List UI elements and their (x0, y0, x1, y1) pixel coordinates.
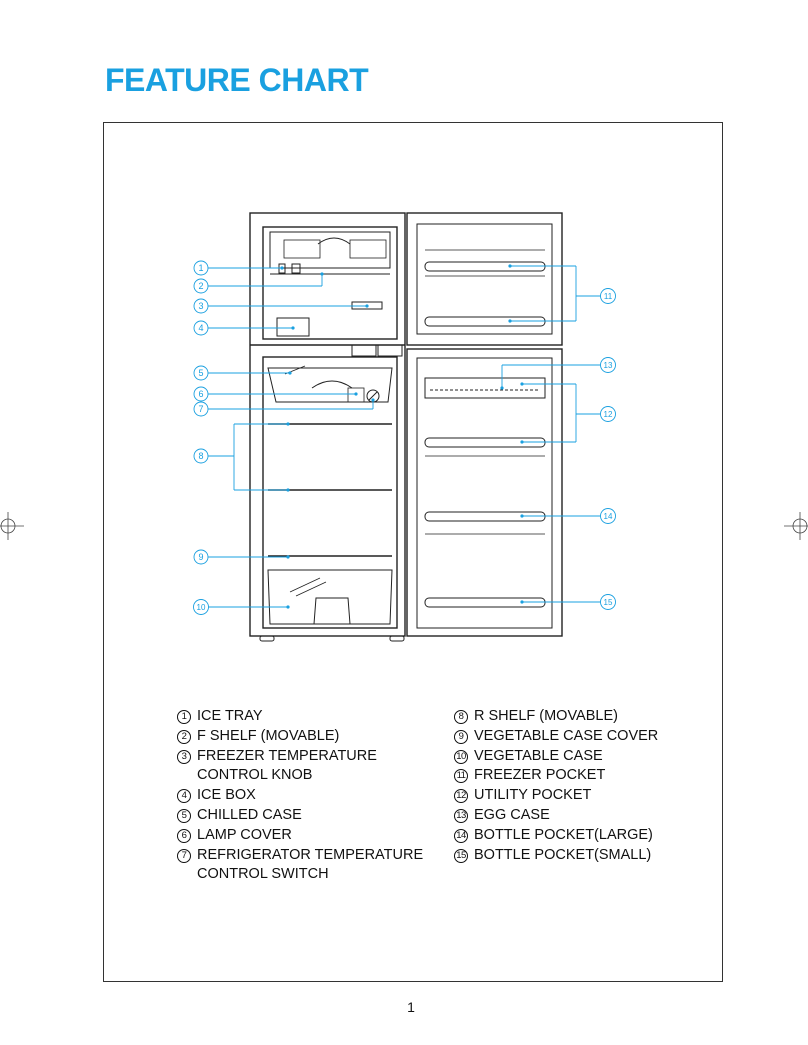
callout-9: 9 (193, 549, 209, 565)
figure-frame (103, 122, 723, 982)
callout-8: 8 (193, 448, 209, 464)
svg-text:2: 2 (198, 281, 203, 291)
utility-pocket (424, 437, 546, 448)
callout-1: 1 (193, 260, 209, 276)
svg-text:3: 3 (198, 301, 203, 311)
ice-maker-arch (317, 237, 351, 245)
right-foot (389, 635, 405, 642)
svg-text:8: 8 (198, 451, 203, 461)
freezer-compartment (262, 226, 398, 340)
callout-15: 15 (600, 594, 616, 610)
freezer-control-knob (351, 301, 383, 310)
callout-10: 10 (193, 599, 209, 615)
lamp-cover (347, 387, 365, 403)
svg-text:1: 1 (198, 263, 203, 273)
bottle-pocket-large (424, 511, 546, 522)
control-panel-right (377, 344, 403, 357)
freezer-pocket-2 (424, 316, 546, 327)
svg-text:13: 13 (604, 361, 613, 370)
right-vent-grille (349, 239, 387, 259)
callout-4: 4 (193, 320, 209, 336)
svg-text:11: 11 (604, 292, 613, 301)
svg-text:6: 6 (198, 389, 203, 399)
left-foot (259, 635, 275, 642)
callout-5: 5 (193, 365, 209, 381)
svg-text:10: 10 (197, 603, 206, 612)
svg-text:7: 7 (198, 404, 203, 414)
page-title: FEATURE CHART (105, 62, 369, 98)
callout-7: 7 (193, 401, 209, 417)
vegetable-case (267, 569, 393, 625)
callout-3: 3 (193, 298, 209, 314)
callout-11: 11 (600, 288, 616, 304)
callout-13: 13 (600, 357, 616, 373)
svg-text:15: 15 (604, 598, 613, 607)
freezer-pocket-1 (424, 261, 546, 272)
freezer-door (406, 212, 563, 346)
refrigerator-diagram: 1 2 3 4 5 6 7 8 9 10 11 12 13 14 15 (193, 212, 616, 642)
ice-box (276, 317, 310, 337)
cabinet-outline (249, 212, 406, 637)
callout-2: 2 (193, 278, 209, 294)
left-vent-grille (283, 239, 321, 259)
svg-text:4: 4 (198, 323, 203, 333)
control-panel-left (351, 344, 377, 357)
ice-tray (278, 263, 286, 274)
chilled-case (267, 367, 393, 403)
egg-case (424, 377, 546, 399)
callout-6: 6 (193, 386, 209, 402)
svg-text:12: 12 (604, 410, 613, 419)
callout-14: 14 (600, 508, 616, 524)
svg-text:9: 9 (198, 552, 203, 562)
ice-maker-unit (269, 231, 391, 269)
refrigerator-door (406, 348, 563, 637)
svg-text:14: 14 (604, 512, 613, 521)
svg-text:5: 5 (198, 368, 203, 378)
bottle-pocket-small (424, 597, 546, 608)
registration-mark-icon (0, 512, 24, 540)
registration-mark-icon (784, 512, 808, 540)
callout-12: 12 (600, 406, 616, 422)
page-number: 1 (407, 999, 415, 1015)
refrigerator-compartment (262, 356, 398, 629)
